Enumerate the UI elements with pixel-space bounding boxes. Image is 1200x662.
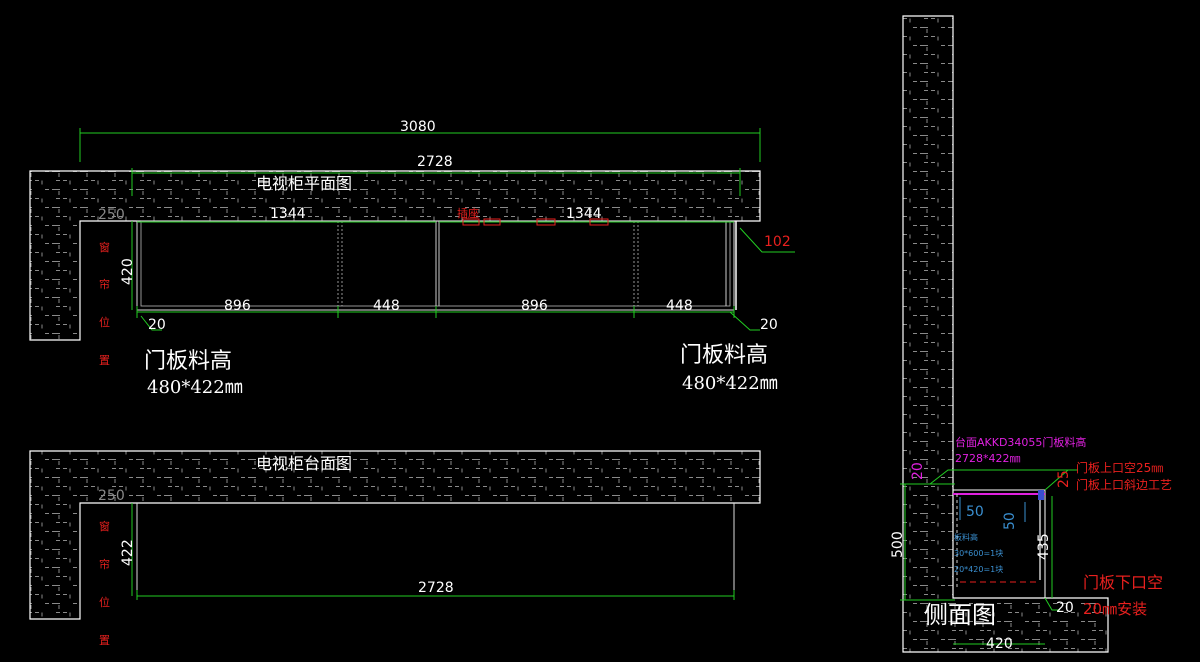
top-title: 电视柜台面图 xyxy=(256,454,352,473)
side-title: 侧面图 xyxy=(924,601,996,629)
plan-seg-3: 896 xyxy=(521,298,548,314)
plan-title: 电视柜平面图 xyxy=(256,174,352,193)
plan-depth-dim: 420 xyxy=(120,258,136,285)
side-view: 台面AKKD34055门板料高 2728*422㎜ 20 25 门板上口空25㎜… xyxy=(890,15,1172,653)
plan-wall xyxy=(29,170,761,341)
plan-seg-2: 448 xyxy=(373,298,400,314)
top-window-text: 窗 帘 位 置 xyxy=(99,519,110,647)
side-note-red-1: 门板上口空25㎜ xyxy=(1076,460,1163,475)
plan-view: 电视柜平面图 3080 2728 250 1344 插座 1344 420 89… xyxy=(29,119,795,398)
side-note-red-2: 门板上口斜边工艺 xyxy=(1076,477,1172,492)
side-dim-20-bottom: 20 xyxy=(1056,600,1074,616)
side-cabinet xyxy=(952,489,1046,599)
side-wall xyxy=(902,15,1109,653)
side-note-magenta-1: 台面AKKD34055门板料高 xyxy=(955,435,1086,449)
plan-cabinet-dividers xyxy=(337,221,639,306)
svg-text:位: 位 xyxy=(99,595,110,609)
side-width-dim: 420 xyxy=(986,636,1013,652)
plan-seg-4: 448 xyxy=(666,298,693,314)
socket-markers xyxy=(462,218,609,226)
svg-text:窗: 窗 xyxy=(99,240,110,254)
top-wall xyxy=(29,450,761,620)
svg-text:置: 置 xyxy=(99,354,110,367)
svg-text:帘: 帘 xyxy=(99,557,110,571)
plan-gap-right: 20 xyxy=(760,317,778,333)
side-dim-50-b: 50 xyxy=(1002,512,1018,530)
side-height-dim: 500 xyxy=(890,531,906,558)
side-note-bottom-2: 20㎜安装 xyxy=(1083,600,1147,618)
plan-socket-label: 插座 xyxy=(457,206,479,220)
svg-text:30*600=1块: 30*600=1块 xyxy=(954,548,1003,558)
top-depth-dim: 422 xyxy=(120,539,136,566)
plan-overall-dim: 3080 xyxy=(400,119,436,135)
side-dim-20-top: 20 xyxy=(910,462,926,480)
svg-text:窗: 窗 xyxy=(99,519,110,533)
side-inner-height-dim: 435 xyxy=(1036,533,1052,560)
svg-text:帘: 帘 xyxy=(99,277,110,291)
side-note-bottom-1: 门板下口空 xyxy=(1083,573,1163,592)
plan-window-text: 窗 帘 位 置 xyxy=(99,240,110,367)
svg-text:位: 位 xyxy=(99,315,110,329)
svg-text:置: 置 xyxy=(99,634,110,647)
side-dim-25: 25 xyxy=(1056,470,1072,488)
svg-text:20*420=1块: 20*420=1块 xyxy=(954,564,1003,574)
side-note-magenta-2: 2728*422㎜ xyxy=(955,452,1021,465)
top-view: 电视柜台面图 250 422 2728 窗 帘 位 置 xyxy=(29,450,761,647)
plan-wall-depth: 250 xyxy=(98,207,125,223)
side-inner-notes: 板料高 30*600=1块 20*420=1块 xyxy=(954,532,1003,574)
side-dim-50-a: 50 xyxy=(966,504,984,520)
plan-seg-top-left: 1344 xyxy=(270,206,306,222)
plan-gap-left: 20 xyxy=(148,317,166,333)
plan-seg-top-right: 1344 xyxy=(566,206,602,222)
top-length-dim: 2728 xyxy=(418,580,454,596)
plan-inner-dim: 2728 xyxy=(417,154,453,170)
door-left-title: 门板料高 xyxy=(144,349,232,374)
top-wall-depth: 250 xyxy=(98,488,125,504)
plan-side-offset: 102 xyxy=(764,234,791,250)
door-left-size: 480*422㎜ xyxy=(147,377,243,398)
plan-seg-1: 896 xyxy=(224,298,251,314)
svg-text:板料高: 板料高 xyxy=(954,532,978,542)
door-right-size: 480*422㎜ xyxy=(682,373,778,394)
door-right-title: 门板料高 xyxy=(680,343,768,368)
